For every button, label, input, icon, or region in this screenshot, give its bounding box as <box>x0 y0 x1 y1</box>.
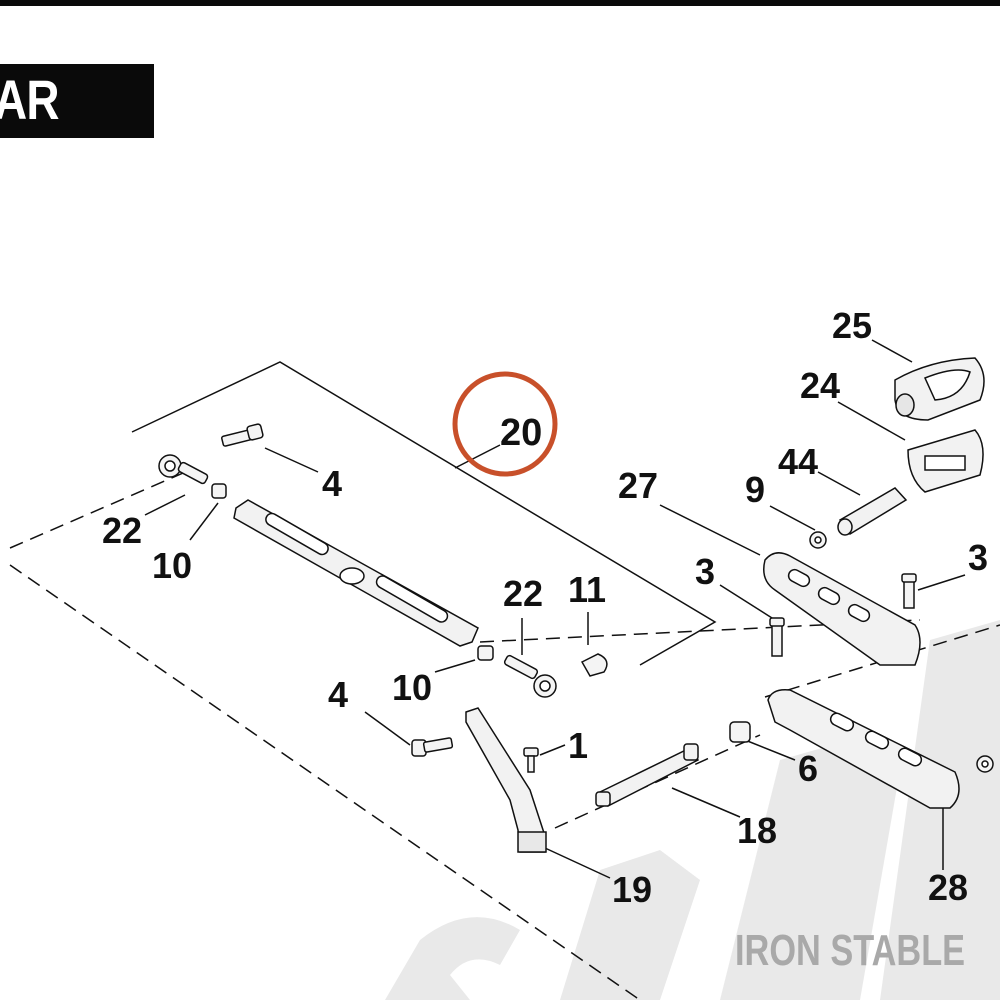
callout-20: 20 <box>500 412 542 454</box>
watermark-text: IRON STABLE <box>735 926 966 975</box>
callout-9: 9 <box>745 469 765 510</box>
callout-27: 27 <box>618 465 658 506</box>
callout-18: 18 <box>737 810 777 851</box>
part-nut-10-right <box>477 645 494 661</box>
callout-1: 1 <box>568 725 588 766</box>
part-pin-44 <box>837 487 908 536</box>
callout-28: 28 <box>928 867 968 908</box>
title-bar: AR <box>0 64 154 138</box>
part-bolt-4-upper <box>221 423 264 447</box>
callout-22-left: 22 <box>102 510 142 551</box>
kit-bracket <box>131 361 717 666</box>
part-shaft-18 <box>595 743 700 807</box>
part-rod-end-22-left <box>158 454 209 485</box>
callout-25: 25 <box>832 305 872 346</box>
part-screw-1 <box>523 747 539 773</box>
part-lever-27 <box>763 552 921 666</box>
callout-3-right: 3 <box>968 537 988 578</box>
callout-44: 44 <box>778 441 818 482</box>
part-rod-end-22-right <box>503 654 557 698</box>
part-cap-25 <box>894 357 985 421</box>
callout-19: 19 <box>612 869 652 910</box>
callout-10-right: 10 <box>392 667 432 708</box>
leader-lines <box>144 339 966 879</box>
callout-4-upper: 4 <box>322 463 342 504</box>
page-title: AR <box>0 68 60 131</box>
part-washer-9 <box>809 531 827 549</box>
watermark-letters <box>385 620 1000 1000</box>
callout-24: 24 <box>800 365 840 406</box>
part-bushing-6 <box>729 721 751 743</box>
part-nut-10-left <box>211 483 227 499</box>
part-lever-28 <box>767 688 960 809</box>
callout-22-right: 22 <box>503 573 543 614</box>
callout-numbers: 20 25 24 44 27 9 3 3 4 4 22 22 10 10 11 … <box>102 305 988 910</box>
callout-11: 11 <box>568 569 606 610</box>
part-bolt-3-left <box>769 617 785 657</box>
part-acorn-nut-11 <box>580 653 608 677</box>
callout-6: 6 <box>798 748 818 789</box>
part-washer-right <box>976 755 994 773</box>
callout-10-left: 10 <box>152 545 192 586</box>
part-bolt-4-lower <box>411 737 454 757</box>
part-bolt-3-right <box>901 573 917 609</box>
part-shift-rod <box>233 499 479 647</box>
top-border <box>0 0 1000 6</box>
part-lever-19 <box>465 707 547 853</box>
callout-3-left: 3 <box>695 551 715 592</box>
callout-4-lower: 4 <box>328 674 348 715</box>
highlight-circle <box>452 371 558 477</box>
part-peg-24 <box>907 429 984 493</box>
